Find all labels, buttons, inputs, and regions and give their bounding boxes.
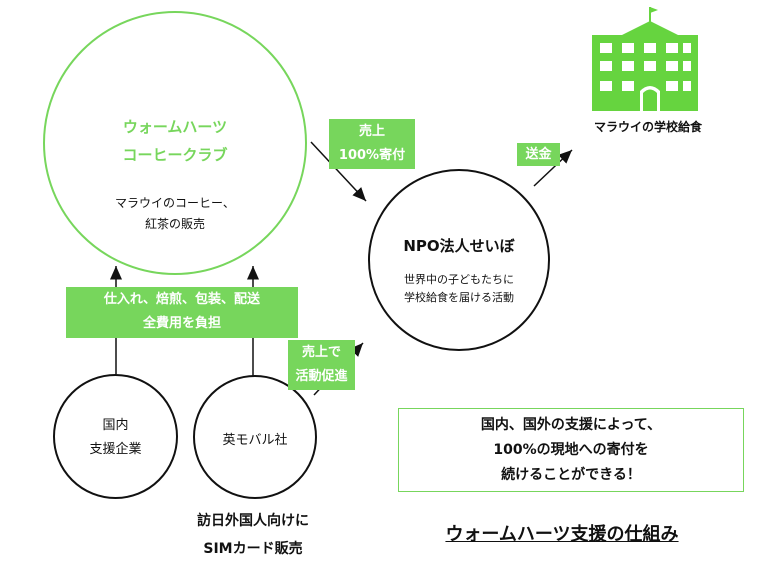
- domestic-line1: 国内: [102, 418, 129, 433]
- mobal-circle: 英モバル社: [193, 375, 317, 499]
- club-circle: ウォームハーツ コーヒークラブ マラウイのコーヒー、 紅茶の販売: [43, 11, 307, 275]
- label-promotion-line2: 活動促進: [295, 369, 348, 384]
- footer-title: ウォームハーツ支援の仕組み: [445, 524, 679, 545]
- mobal-label: 英モバル社: [222, 433, 288, 448]
- label-costs-line2: 全費用を負担: [142, 316, 221, 331]
- note-line3: 続けることができる！: [501, 467, 641, 483]
- npo-circle: NPO法人せいぼ 世界中の子どもたちに 学校給食を届ける活動: [368, 169, 550, 351]
- npo-desc-line2: 学校給食を届ける活動: [404, 291, 514, 304]
- school-label: マラウイの学校給食: [593, 120, 702, 134]
- label-remit: 送金: [517, 143, 560, 166]
- npo-desc-line1: 世界中の子どもたちに: [404, 273, 514, 286]
- sim-line2: SIMカード販売: [203, 541, 303, 557]
- domestic-line2: 支援企業: [89, 442, 142, 457]
- note-box: 国内、国外の支援によって、 100%の現地への寄付を 続けることができる！: [398, 408, 744, 492]
- club-title-line1: ウォームハーツ: [122, 118, 228, 136]
- npo-title: NPO法人せいぼ: [403, 237, 515, 255]
- arrow-npo-to-school: [533, 149, 573, 187]
- label-promotion-line1: 売上で: [301, 345, 341, 360]
- label-sales-donation-line1: 売上: [358, 124, 385, 139]
- label-sales-donation-line2: 100%寄付: [338, 148, 406, 163]
- label-costs: 仕入れ、焙煎、包装、配送 全費用を負担: [66, 287, 298, 338]
- school-building-icon: [592, 7, 698, 111]
- sim-text: 訪日外国人向けに SIMカード販売: [168, 507, 338, 563]
- note-line1: 国内、国外の支援によって、: [480, 417, 662, 433]
- club-desc-line1: マラウイのコーヒー、: [115, 196, 235, 210]
- label-promotion: 売上で 活動促進: [288, 340, 355, 390]
- club-title-line2: コーヒークラブ: [122, 146, 228, 164]
- label-costs-line1: 仕入れ、焙煎、包装、配送: [103, 292, 261, 307]
- club-desc-line2: 紅茶の販売: [144, 217, 205, 231]
- arrow-club-to-npo: [310, 141, 367, 202]
- label-sales-donation: 売上 100%寄付: [329, 119, 415, 169]
- sim-line1: 訪日外国人向けに: [197, 513, 309, 529]
- domestic-circle: 国内 支援企業: [53, 374, 178, 499]
- note-line2: 100%の現地への寄付を: [493, 442, 649, 458]
